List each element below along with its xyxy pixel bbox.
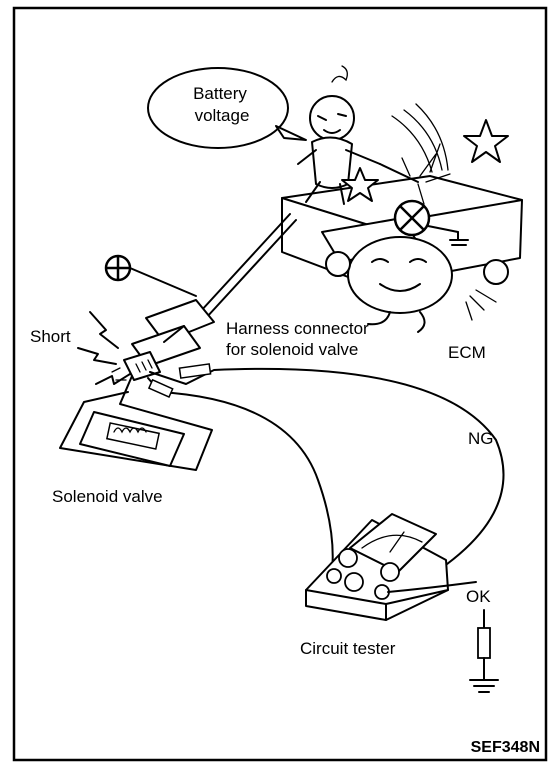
speech-bubble: Battery voltage xyxy=(147,67,307,149)
harness-label-line-2: for solenoid valve xyxy=(226,340,358,359)
crossed-circle-icon xyxy=(393,199,431,237)
harness-cable xyxy=(199,213,291,313)
ng-label: NG xyxy=(468,429,494,448)
harness-label-line-1: Harness connector xyxy=(226,319,369,338)
lightning-icon xyxy=(77,311,131,385)
speech-line-2: voltage xyxy=(195,106,250,125)
ground-icon xyxy=(427,225,469,246)
ground-icon xyxy=(104,254,197,297)
solenoid-valve-label: Solenoid valve xyxy=(52,487,163,506)
ok-test-lead xyxy=(387,581,477,593)
ng-test-lead xyxy=(149,367,505,589)
ok-label: OK xyxy=(466,587,491,606)
circuit-tester xyxy=(305,513,449,621)
figure-code: SEF348N xyxy=(471,739,540,756)
tester-return-lead xyxy=(147,377,334,573)
battery-character xyxy=(297,65,419,205)
circuit-tester-label: Circuit tester xyxy=(300,639,396,658)
ground-icon xyxy=(469,609,499,693)
lightning-icon xyxy=(391,103,451,205)
star-icon xyxy=(341,119,509,202)
ecm-character xyxy=(325,236,509,333)
speech-line-1: Battery xyxy=(193,84,247,103)
ecm-label: ECM xyxy=(448,343,486,362)
figure-frame xyxy=(12,6,548,762)
short-label: Short xyxy=(30,327,71,346)
solenoid-valve xyxy=(59,375,213,471)
